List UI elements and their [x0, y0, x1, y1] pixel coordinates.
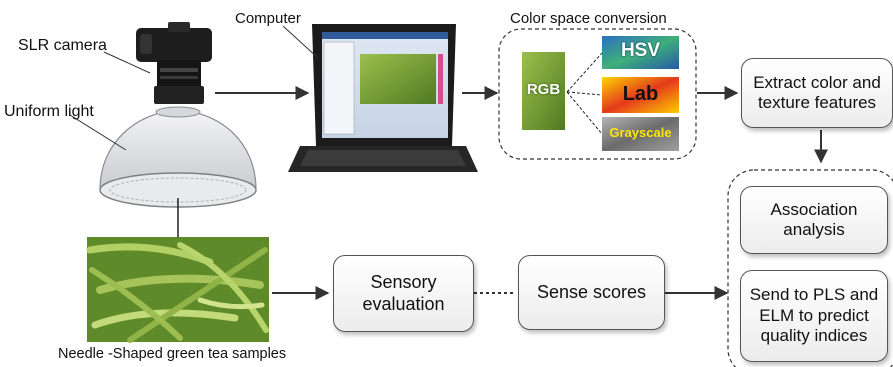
- lab-tile: [602, 77, 679, 113]
- pls-elm-text: Send to PLS and ELM to predict quality i…: [749, 285, 879, 346]
- analysis-container: [727, 169, 893, 367]
- grayscale-text: Grayscale: [609, 125, 672, 140]
- computer-leader-line: [282, 25, 319, 59]
- association-analysis-text: Association analysis: [770, 199, 858, 239]
- slr-camera-label: SLR camera: [18, 37, 107, 54]
- hsv-tile: [602, 36, 679, 69]
- light-dome-icon: [99, 106, 257, 208]
- camera-leader-line: [103, 51, 151, 74]
- samples-label: Needle -Shaped green tea samples: [58, 346, 287, 362]
- association-analysis-box: Association analysis: [740, 186, 888, 254]
- extract-features-box: Extract color and texture features: [741, 58, 893, 128]
- rgb-tile: [522, 52, 565, 130]
- extract-features-text: Extract color and texture features: [753, 72, 881, 112]
- uniform-light-label: Uniform light: [4, 103, 94, 120]
- sense-scores-text: Sense scores: [536, 281, 647, 302]
- light-leader-line: [69, 114, 127, 151]
- tea-sample-photo: [86, 237, 269, 343]
- camera-icon: [136, 22, 212, 104]
- lab-text: Lab: [622, 83, 659, 105]
- rgb-lab-link: [566, 91, 603, 96]
- color-space-conversion-label: Color space conversion: [510, 10, 667, 27]
- pls-elm-box: Send to PLS and ELM to predict quality i…: [740, 270, 888, 362]
- computer-label: Computer: [235, 10, 301, 27]
- laptop-icon: [288, 24, 478, 172]
- sense-scores-box: Sense scores: [518, 255, 665, 330]
- grayscale-tile: [602, 117, 679, 151]
- rgb-text: RGB: [526, 81, 561, 98]
- sensory-evaluation-text: Sensory evaluation: [362, 271, 445, 314]
- sensory-evaluation-box: Sensory evaluation: [333, 255, 474, 332]
- hsv-text: HSV: [620, 40, 661, 61]
- rgb-gray-link: [566, 91, 603, 135]
- rgb-hsv-link: [566, 52, 603, 93]
